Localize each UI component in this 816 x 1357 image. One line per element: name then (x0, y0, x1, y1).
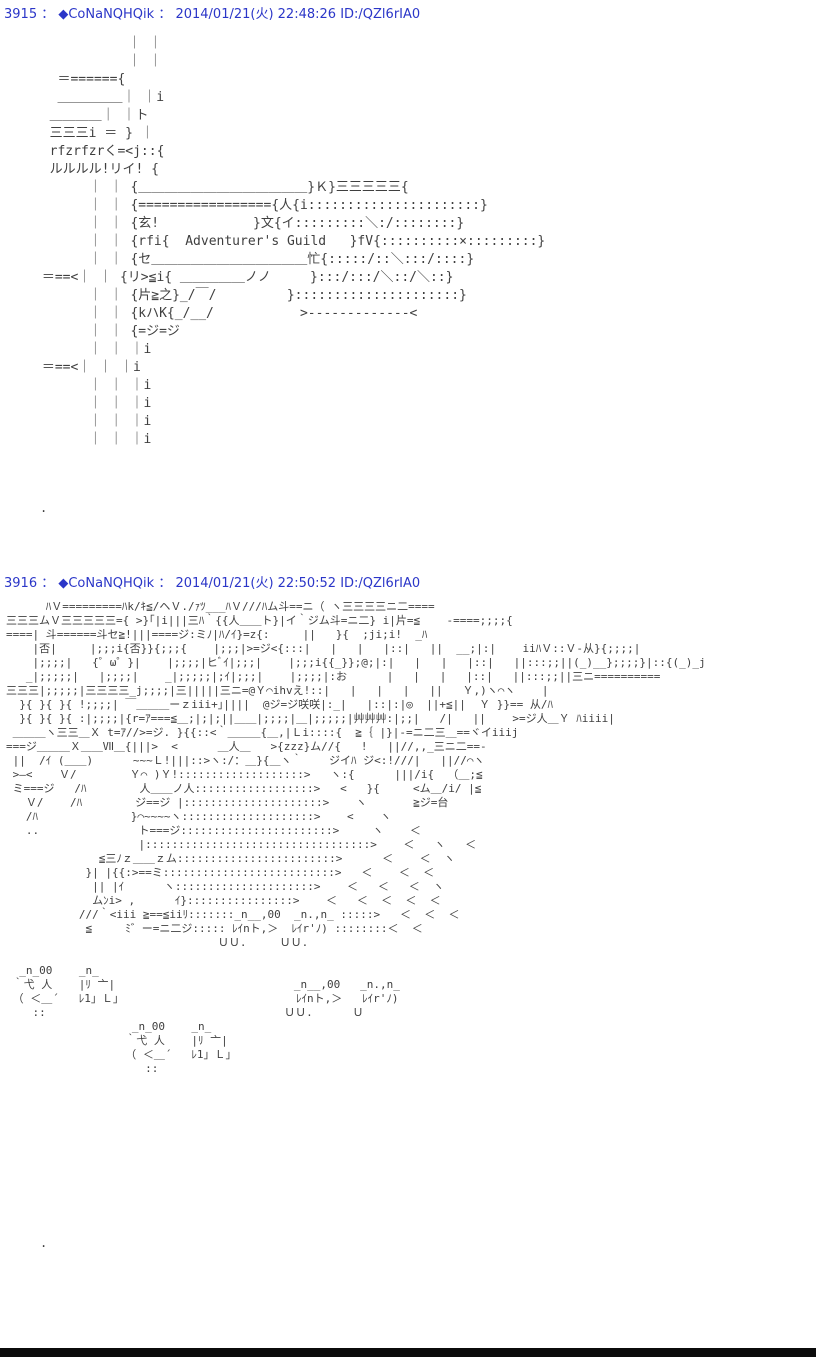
trailing-dot: . (40, 1236, 48, 1250)
post-datetime: 2014/01/21(火) 22:50:52 (175, 576, 337, 591)
post-number[interactable]: 3915 (4, 7, 38, 22)
ascii-art-adventurers-guild: ｜ ｜ ｜ ｜ ＝======{ ＿＿＿＿＿｜ ｜i ＿＿＿＿｜ ｜ト 三三三i… (41, 36, 546, 447)
ascii-art-battle-scene: ﾊＶ=========ﾊk/ｷ≦/ヘＶ./ｧﾂ___ﾊＶ///ﾊム斗==ニ（ ヽ… (6, 600, 706, 1075)
header-separator: ： (37, 7, 59, 22)
post-3916: 3916 ： ◆CoNaNQHQik ： 2014/01/21(火) 22:50… (0, 569, 816, 1250)
post-datetime: 2014/01/21(火) 22:48:26 (175, 7, 337, 22)
post-header: 3915 ： ◆CoNaNQHQik ： 2014/01/21(火) 22:48… (0, 0, 816, 23)
post-number[interactable]: 3916 (4, 576, 38, 591)
post-header: 3916 ： ◆CoNaNQHQik ： 2014/01/21(火) 22:50… (0, 569, 816, 592)
header-separator: ： (154, 576, 176, 591)
header-separator: ： (37, 576, 59, 591)
post-id: ID:/QZl6rIA0 (340, 576, 421, 591)
trailing-dot: . (40, 501, 48, 515)
poster-name: ◆CoNaNQHQik (58, 7, 155, 22)
bottom-bar (0, 1348, 816, 1357)
header-separator: ： (154, 7, 176, 22)
post-3915: 3915 ： ◆CoNaNQHQik ： 2014/01/21(火) 22:48… (0, 0, 816, 515)
poster-name: ◆CoNaNQHQik (58, 576, 155, 591)
post-id: ID:/QZl6rIA0 (340, 7, 421, 22)
